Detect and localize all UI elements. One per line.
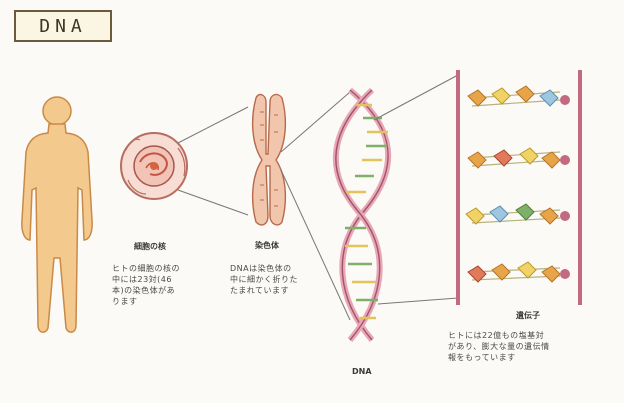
caption-nucleus-line: ヒトの細胞の核の	[112, 263, 180, 274]
caption-chromosome-line: 中に細かく折りた	[230, 274, 298, 285]
caption-gene: ヒトには22億もの塩基対 があり、膨大な量の遺伝情 報をもっています	[448, 330, 550, 363]
caption-gene-line: ヒトには22億もの塩基対	[448, 330, 550, 341]
caption-nucleus-line: 本)の染色体があ	[112, 285, 180, 296]
caption-nucleus-line: 中には23対(46	[112, 274, 180, 285]
label-gene: 遺伝子	[516, 310, 540, 321]
caption-nucleus: ヒトの細胞の核の 中には23対(46 本)の染色体があ ります	[112, 263, 180, 307]
label-nucleus: 細胞の核	[134, 241, 166, 252]
chromosome	[253, 95, 286, 225]
label-chromosome: 染色体	[255, 240, 279, 251]
caption-nucleus-line: ります	[112, 296, 180, 307]
label-dna: DNA	[352, 367, 372, 376]
caption-chromosome-line: DNAは染色体の	[230, 263, 298, 274]
caption-gene-line: があり、膨大な量の遺伝情	[448, 341, 550, 352]
cell-nucleus	[121, 133, 187, 199]
caption-gene-line: 報をもっています	[448, 352, 550, 363]
title-box: DNA	[14, 10, 112, 42]
dna-double-helix	[336, 90, 388, 340]
caption-chromosome-line: たまれています	[230, 285, 298, 296]
human-figure	[22, 97, 92, 332]
gene-base-pairs	[458, 70, 580, 305]
caption-chromosome: DNAは染色体の 中に細かく折りた たまれています	[230, 263, 298, 296]
title: DNA	[39, 16, 87, 37]
